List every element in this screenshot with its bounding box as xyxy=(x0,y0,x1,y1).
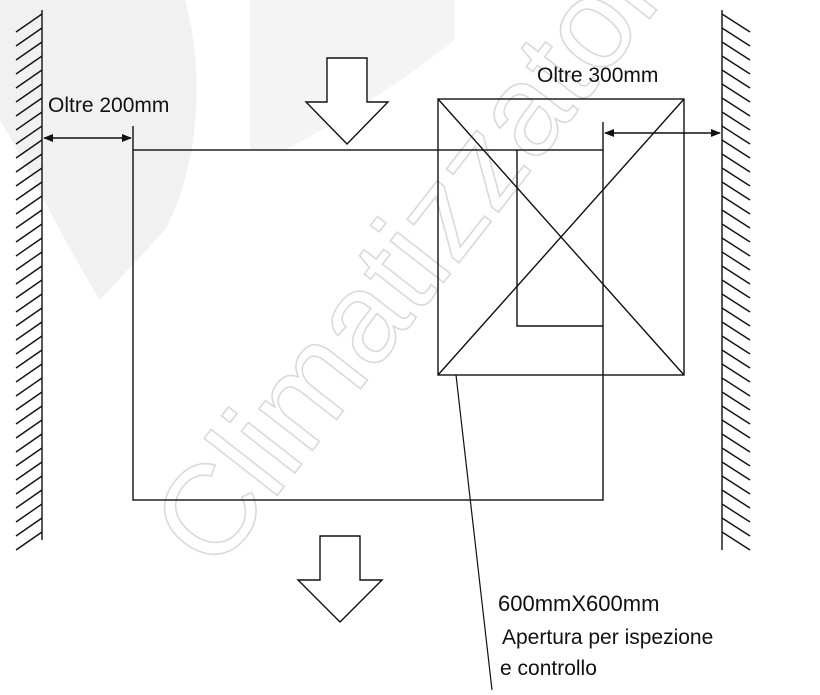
right-wall-hatch-line xyxy=(721,503,751,523)
right-wall-hatch-line xyxy=(721,321,751,341)
opening-description-line-2: e controllo xyxy=(500,657,597,680)
right-wall-hatch-line xyxy=(721,433,751,453)
left-wall-hatch-line xyxy=(15,293,43,313)
right-wall xyxy=(721,10,751,551)
right-wall-hatch-line xyxy=(721,237,751,257)
left-wall-hatching xyxy=(15,13,43,551)
left-wall-hatch-line xyxy=(15,279,43,299)
left-wall-hatch-line xyxy=(15,13,43,33)
right-wall-hatch-line xyxy=(721,181,751,201)
inspection-square xyxy=(437,98,685,376)
left-wall-hatch-line xyxy=(15,265,43,285)
right-wall-hatch-line xyxy=(721,363,751,383)
right-wall-hatch-line xyxy=(721,335,751,355)
right-wall-hatch-line xyxy=(721,223,751,243)
left-wall-hatch-line xyxy=(15,111,43,131)
right-wall-hatch-line xyxy=(721,517,751,537)
right-wall-hatch-line xyxy=(721,489,751,509)
right-wall-hatch-line xyxy=(721,405,751,425)
right-wall-hatch-line xyxy=(721,391,751,411)
right-wall-hatch-line xyxy=(721,27,751,47)
right-wall-hatch-line xyxy=(721,307,751,327)
left-wall-hatch-line xyxy=(15,517,43,537)
opening-size-label: 600mmX600mm xyxy=(498,591,659,616)
right-clearance-label: Oltre 300mm xyxy=(537,64,658,87)
right-wall-hatch-line xyxy=(721,419,751,439)
opening-description-line-1: Apertura per ispezione xyxy=(502,626,713,649)
right-wall-hatch-line xyxy=(721,377,751,397)
left-wall-hatch-line xyxy=(15,237,43,257)
left-wall-hatch-line xyxy=(15,209,43,229)
right-wall-hatch-line xyxy=(721,167,751,187)
right-wall-hatch-line xyxy=(721,475,751,495)
left-wall-hatch-line xyxy=(15,125,43,145)
right-wall-hatch-line xyxy=(721,209,751,229)
right-wall-hatch-line xyxy=(721,251,751,271)
right-wall-hatch-line xyxy=(721,41,751,61)
left-wall-hatch-line xyxy=(15,475,43,495)
right-wall-hatch-line xyxy=(721,55,751,75)
left-wall-hatch-line xyxy=(15,251,43,271)
left-wall-hatch-line xyxy=(15,307,43,327)
airflow-out-arrow xyxy=(296,535,384,623)
left-wall-hatch-line xyxy=(15,321,43,341)
opening-leader-line xyxy=(455,374,493,691)
left-wall-hatch-line xyxy=(15,461,43,481)
left-wall-hatch-line xyxy=(15,349,43,369)
unit-outline xyxy=(132,149,604,501)
inspection-opening xyxy=(437,98,685,376)
right-wall-hatching xyxy=(721,13,751,551)
inner-box-outline xyxy=(516,150,603,327)
left-wall-hatch-line xyxy=(15,27,43,47)
right-wall-hatch-line xyxy=(721,349,751,369)
inspection-diagonal-2 xyxy=(437,98,685,376)
right-wall-hatch-line xyxy=(721,97,751,117)
left-wall-hatch-line xyxy=(15,55,43,75)
left-wall-hatch-line xyxy=(15,41,43,61)
left-wall-hatch-line xyxy=(15,503,43,523)
left-wall-hatch-line xyxy=(15,335,43,355)
left-wall-hatch-line xyxy=(15,167,43,187)
left-wall-hatch-line xyxy=(15,405,43,425)
left-wall-hatch-line xyxy=(15,69,43,89)
logo-shape-left xyxy=(0,0,197,300)
left-wall-hatch-line xyxy=(15,83,43,103)
right-wall-hatch-line xyxy=(721,69,751,89)
left-wall-hatch-line xyxy=(15,181,43,201)
left-wall-hatch-line xyxy=(15,447,43,467)
left-wall-hatch-line xyxy=(15,195,43,215)
right-wall-hatch-line xyxy=(721,265,751,285)
left-wall-hatch-line xyxy=(15,531,43,551)
left-wall-hatch-line xyxy=(15,363,43,383)
right-wall-hatch-line xyxy=(721,13,751,33)
right-wall-hatch-line xyxy=(721,447,751,467)
left-wall-hatch-line xyxy=(15,433,43,453)
right-wall-hatch-line xyxy=(721,83,751,103)
right-wall-hatch-line xyxy=(721,531,751,551)
left-wall xyxy=(15,10,43,551)
watermark-text: Climatizzatori xyxy=(124,0,710,592)
left-clearance-label: Oltre 200mm xyxy=(48,94,169,117)
left-wall-hatch-line xyxy=(15,489,43,509)
right-wall-hatch-line xyxy=(721,139,751,159)
left-wall-hatch-line xyxy=(15,97,43,117)
left-wall-hatch-line xyxy=(15,223,43,243)
airflow-in-arrow xyxy=(304,57,390,146)
right-wall-hatch-line xyxy=(721,293,751,313)
right-wall-hatch-line xyxy=(721,279,751,299)
right-wall-hatch-line xyxy=(721,461,751,481)
right-wall-hatch-line xyxy=(721,125,751,145)
left-wall-hatch-line xyxy=(15,139,43,159)
left-wall-hatch-line xyxy=(15,377,43,397)
left-wall-hatch-line xyxy=(15,153,43,173)
right-wall-hatch-line xyxy=(721,195,751,215)
right-wall-hatch-line xyxy=(721,111,751,131)
right-wall-hatch-line xyxy=(721,153,751,173)
left-wall-hatch-line xyxy=(15,391,43,411)
left-wall-hatch-line xyxy=(15,419,43,439)
